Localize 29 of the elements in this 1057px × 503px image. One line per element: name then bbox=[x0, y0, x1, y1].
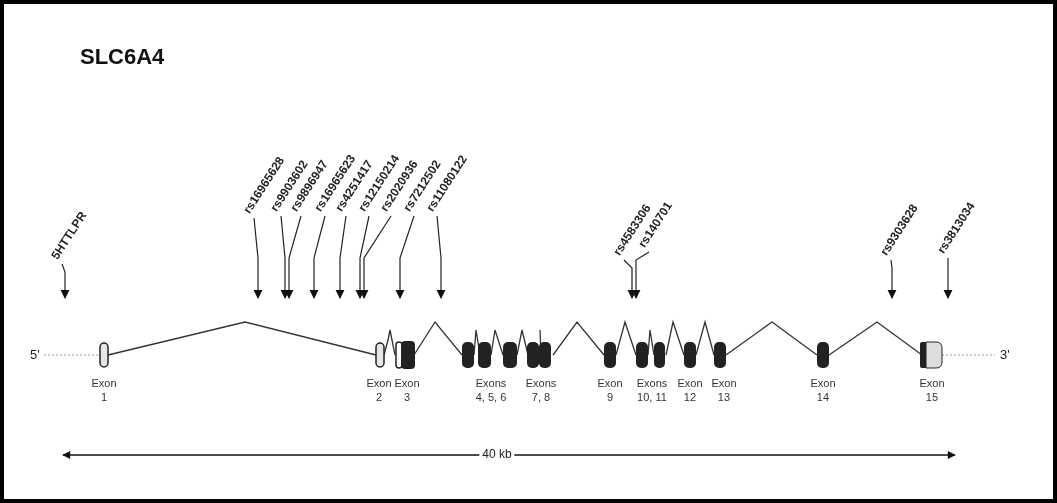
exon-label: Exon 1 bbox=[91, 376, 117, 404]
snp-arrow bbox=[309, 215, 326, 299]
snp-arrow bbox=[280, 215, 290, 299]
snp-arrow bbox=[253, 217, 263, 299]
exon-label: Exon 14 bbox=[810, 376, 836, 404]
snp-arrow bbox=[359, 215, 392, 299]
snp-arrow bbox=[60, 263, 70, 299]
exon-label: Exon 12 bbox=[677, 376, 703, 404]
gene-title: SLC6A4 bbox=[80, 44, 165, 70]
snp-arrow bbox=[436, 215, 446, 299]
strand-end-label: 5' bbox=[30, 347, 40, 362]
snp-arrow bbox=[395, 215, 415, 299]
snp-arrow bbox=[887, 259, 897, 299]
exon-label: Exons 10, 11 bbox=[636, 376, 668, 404]
dimension-label: 40 kb bbox=[479, 447, 515, 461]
strand-end-label: 3' bbox=[1000, 347, 1010, 362]
snp-arrow bbox=[631, 251, 650, 299]
snp-arrow bbox=[335, 215, 347, 299]
snp-arrow bbox=[623, 259, 637, 299]
snp-arrow bbox=[943, 257, 953, 299]
exon-label: Exons 7, 8 bbox=[525, 376, 557, 404]
exon-label: Exon 2 bbox=[366, 376, 392, 404]
exon-label: Exon 13 bbox=[711, 376, 737, 404]
snp-arrow bbox=[284, 215, 302, 299]
exon-label: Exons 4, 5, 6 bbox=[475, 376, 507, 404]
snp-arrow bbox=[355, 215, 370, 299]
exon-label: Exon 3 bbox=[394, 376, 420, 404]
exon-label: Exon 15 bbox=[919, 376, 945, 404]
exon-label: Exon 9 bbox=[597, 376, 623, 404]
